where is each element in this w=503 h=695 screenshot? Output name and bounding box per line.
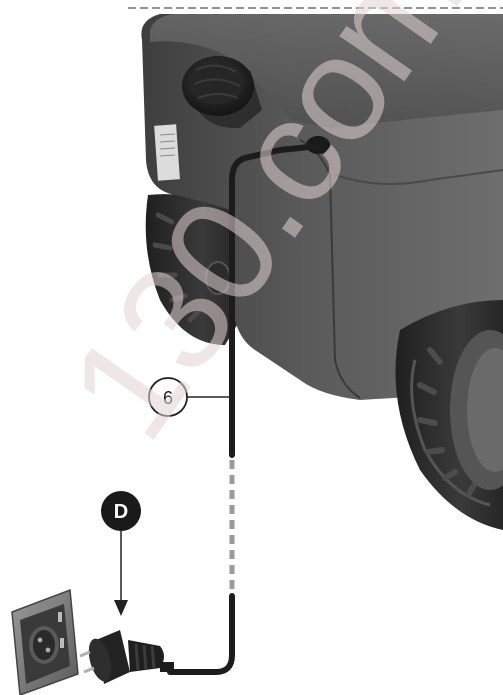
arrow-down-icon [114, 600, 128, 616]
callout-d: D [101, 491, 141, 616]
wall-socket-icon [11, 588, 79, 695]
power-plug-icon [79, 630, 174, 684]
callout-6: 6 [148, 377, 232, 417]
callout-6-label: 6 [163, 388, 173, 408]
label-plate [154, 124, 180, 181]
front-right-wheel [395, 300, 503, 530]
power-cable [167, 143, 321, 675]
rear-left-wheel [145, 194, 240, 345]
callout-d-label: D [114, 501, 128, 523]
tank-cap-icon [182, 56, 262, 129]
